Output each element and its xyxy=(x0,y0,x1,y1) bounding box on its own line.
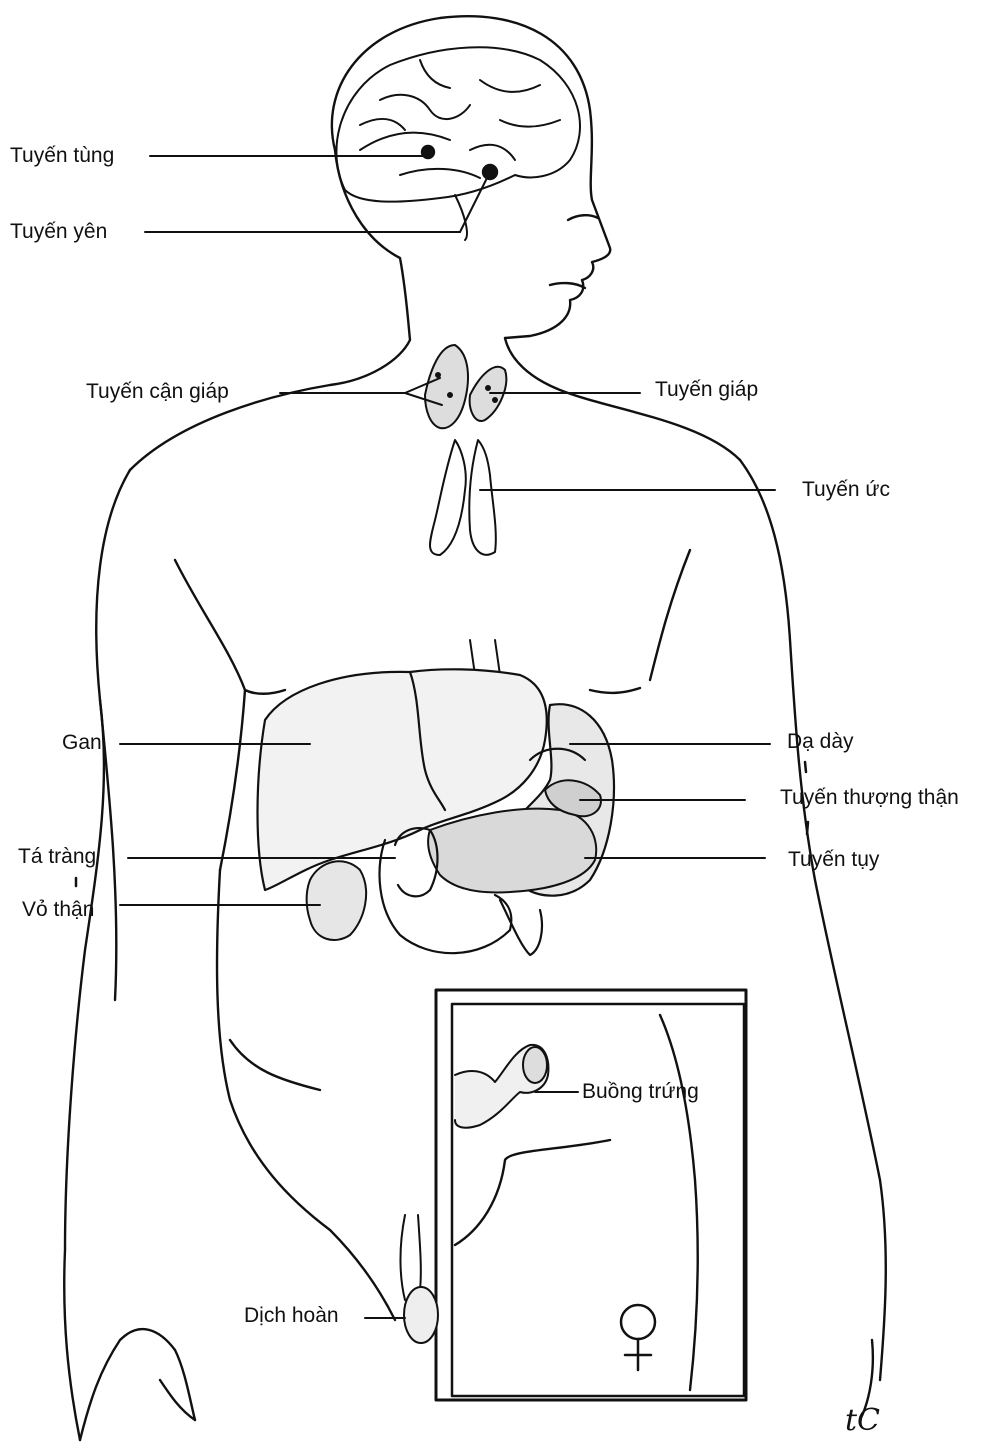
label-pancreas: Tuyến tụy xyxy=(788,848,879,872)
label-ovary: Buồng trứng xyxy=(582,1080,699,1104)
label-liver: Gan xyxy=(62,731,102,755)
label-testis: Dịch hoàn xyxy=(244,1304,339,1328)
label-parathyroid-gland: Tuyến cận giáp xyxy=(86,380,229,404)
label-duodenum: Tá tràng xyxy=(18,845,96,869)
label-kidney-cortex: Vỏ thận xyxy=(22,898,94,922)
label-thyroid-gland: Tuyến giáp xyxy=(655,378,758,402)
label-pituitary-gland: Tuyến yên xyxy=(10,220,107,244)
label-stomach: Dạ dày xyxy=(787,730,854,754)
label-pineal-gland: Tuyến tùng xyxy=(10,144,114,168)
label-thymus: Tuyến ức xyxy=(802,478,890,502)
label-adrenal-gland: Tuyến thượng thận xyxy=(780,786,959,810)
